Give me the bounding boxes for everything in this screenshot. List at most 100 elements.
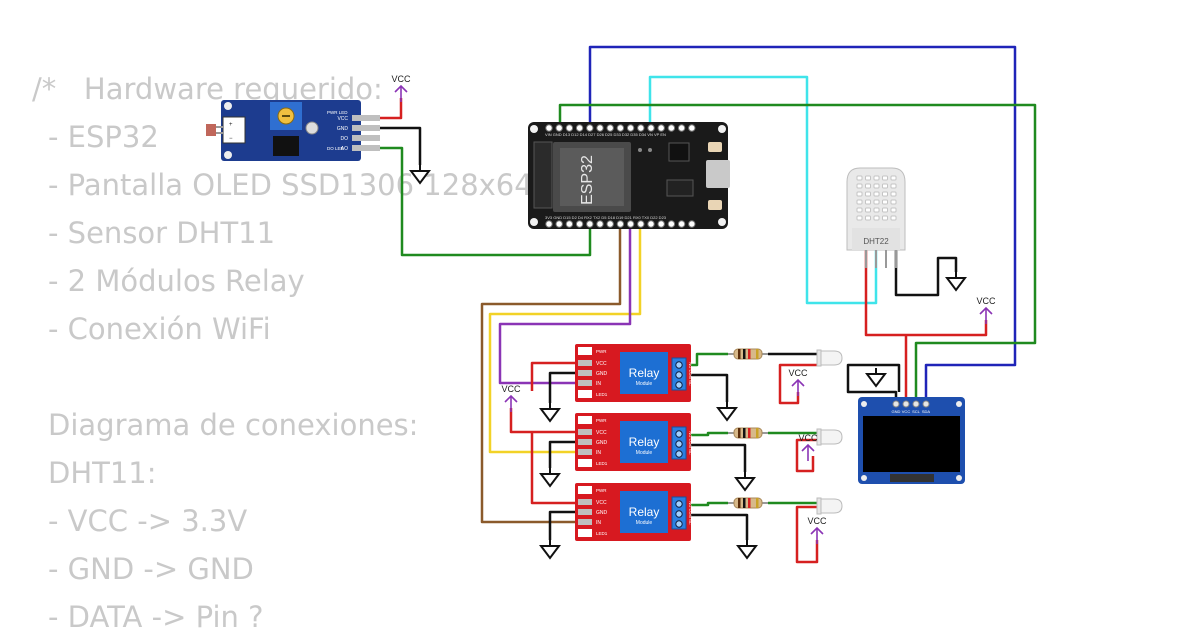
esp32-pin — [657, 124, 665, 132]
esp32-pin — [626, 124, 635, 132]
wires — [380, 45, 1037, 564]
wire-green-relay3-res — [688, 501, 728, 507]
relay-led — [578, 416, 592, 424]
relay-pin-label: GND — [596, 510, 608, 516]
relay-pin-label: GND — [596, 371, 608, 377]
dht-vent — [856, 207, 863, 213]
esp32-pin — [565, 124, 574, 132]
esp32-pin — [545, 124, 553, 132]
ldr-pin-label: AO — [341, 146, 348, 152]
relay-terminal-screw — [675, 440, 683, 448]
esp32-top-pin-labels: VIN GND D13 D12 D14 D27 D26 D25 D33 D32 … — [545, 132, 666, 137]
esp32-pin — [586, 124, 594, 132]
oled-pin — [922, 400, 930, 408]
esp32-pin — [596, 124, 604, 132]
esp32-pin — [647, 124, 655, 132]
vcc-symbol-icon — [394, 85, 408, 103]
relay-terminal-labels: NO COM NC — [688, 501, 693, 524]
vcc-label: VCC — [798, 433, 818, 443]
wire-red-led3 — [795, 505, 819, 564]
oled-pin — [902, 400, 910, 408]
ground-icon — [866, 367, 886, 387]
oled-pin-label: VCC — [902, 409, 911, 414]
wire-red-dht-vcc — [864, 250, 988, 337]
vcc-label: VCC — [976, 296, 996, 306]
dht-vent — [882, 207, 888, 213]
esp32-pin — [677, 220, 686, 228]
relay-terminal-screw — [675, 450, 683, 458]
ground-icon — [737, 539, 757, 559]
esp32-label: ESP32 — [579, 155, 596, 205]
ground-icon — [735, 471, 755, 491]
relay-sub-label: Module — [636, 381, 653, 387]
ldr-pin — [352, 135, 380, 141]
dht-vent — [865, 183, 871, 189]
esp32-pin — [647, 220, 655, 228]
esp32-pin — [586, 220, 594, 228]
vcc-label: VCC — [391, 74, 411, 84]
dht-vent — [865, 175, 871, 181]
dht-vent — [890, 199, 897, 205]
dht-vent — [882, 191, 888, 197]
esp32-pin — [667, 124, 676, 132]
relay-pin — [578, 509, 592, 515]
relay-cube — [620, 491, 668, 533]
dht-vent — [890, 175, 897, 181]
ldr-pin — [352, 115, 380, 121]
dht22-sensor[interactable]: DHT22 — [846, 167, 906, 268]
relay-pin — [578, 370, 592, 376]
dht-vent — [873, 191, 880, 197]
ground-icon — [540, 539, 560, 559]
dht-vent — [890, 191, 897, 197]
oled-pin-label: SDA — [922, 409, 931, 414]
dht-vent — [856, 191, 863, 197]
resistor — [728, 427, 768, 439]
svg-text:−: − — [229, 136, 233, 142]
wire-black-dht-gnd — [894, 250, 958, 297]
dht-vent — [865, 191, 871, 197]
relay-led-label: PWR — [596, 488, 607, 493]
relay-led — [578, 347, 592, 355]
svg-text:+: + — [229, 122, 233, 128]
dht-vent — [873, 183, 880, 189]
relay-pin-label: IN — [596, 450, 601, 456]
relay-cube — [620, 421, 668, 463]
vcc-symbol-icon — [979, 307, 993, 325]
wire-black-res1 — [768, 352, 820, 360]
wire-black-ldr-gnd — [380, 126, 422, 165]
ground-icon — [717, 401, 737, 421]
wire-black-relay3-gnd — [548, 510, 578, 540]
vcc-symbol-icon — [791, 379, 805, 397]
ldr-pin — [352, 125, 380, 131]
relay-cube — [620, 352, 668, 394]
relay-pin-label: VCC — [596, 430, 607, 436]
ground-icon — [410, 164, 430, 184]
wire-black-relay3-com — [688, 513, 749, 540]
dht-vent — [856, 183, 863, 189]
dht-vent — [882, 215, 888, 221]
wire-black-relay1-com — [688, 373, 729, 402]
esp32-pin — [637, 220, 645, 228]
esp32-pin — [616, 124, 625, 132]
esp32-pin — [626, 220, 635, 228]
wire-green-relay1-res — [688, 352, 728, 367]
oled-pin — [912, 400, 920, 408]
esp32-pin — [555, 124, 563, 132]
esp32-pin — [677, 124, 686, 132]
resistor — [728, 497, 768, 509]
relay-label: Relay — [629, 505, 660, 519]
dht-vent — [882, 199, 888, 205]
ldr-pin-label: GND — [337, 126, 349, 132]
esp32-pin — [565, 220, 574, 228]
relay-led-label: LED1 — [596, 531, 608, 536]
esp32-board[interactable]: VIN GND D13 D12 D14 D27 D26 D25 D33 D32 … — [528, 122, 730, 229]
relay-pin — [578, 519, 592, 525]
